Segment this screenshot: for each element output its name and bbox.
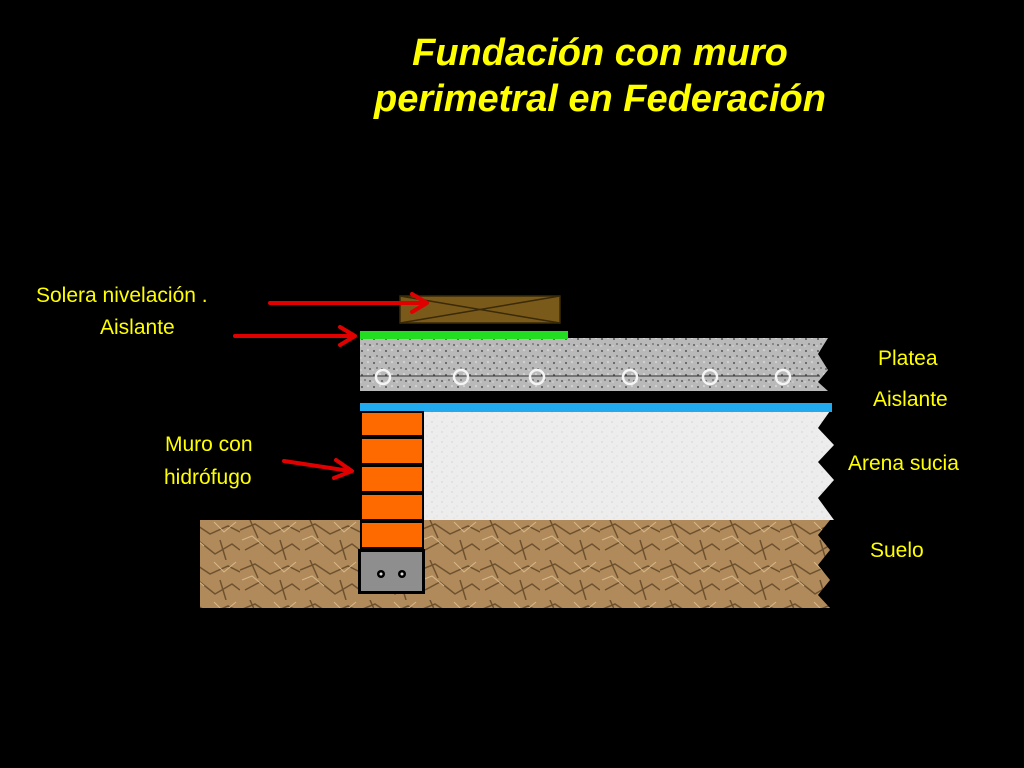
title-line-1: Fundación con muro	[412, 32, 788, 74]
arrow-aislante	[233, 325, 357, 347]
concrete-footing	[358, 549, 425, 594]
label-arena: Arena sucia	[848, 452, 959, 475]
sand-layer	[424, 411, 834, 520]
label-muro-2: hidrófugo	[164, 466, 252, 489]
label-muro-1: Muro con	[165, 433, 253, 456]
rebar-circles	[374, 368, 792, 386]
soil-layer	[200, 520, 830, 608]
label-solera: Solera nivelación .	[36, 284, 208, 307]
label-platea: Platea	[878, 347, 938, 370]
label-aislante-top: Aislante	[100, 316, 175, 339]
arrow-solera	[268, 292, 429, 314]
arrow-muro	[282, 458, 354, 480]
label-suelo: Suelo	[870, 539, 924, 562]
arrows	[233, 292, 429, 480]
concrete-slab	[360, 338, 828, 391]
blue-insulation	[360, 403, 832, 412]
green-insulation	[360, 331, 568, 339]
label-aislante-right: Aislante	[873, 388, 948, 411]
diagram-title: Fundación con muro perimetral en Federac…	[250, 30, 950, 122]
title-line-2: perimetral en Federación	[374, 78, 826, 120]
brick-wall	[360, 411, 424, 551]
